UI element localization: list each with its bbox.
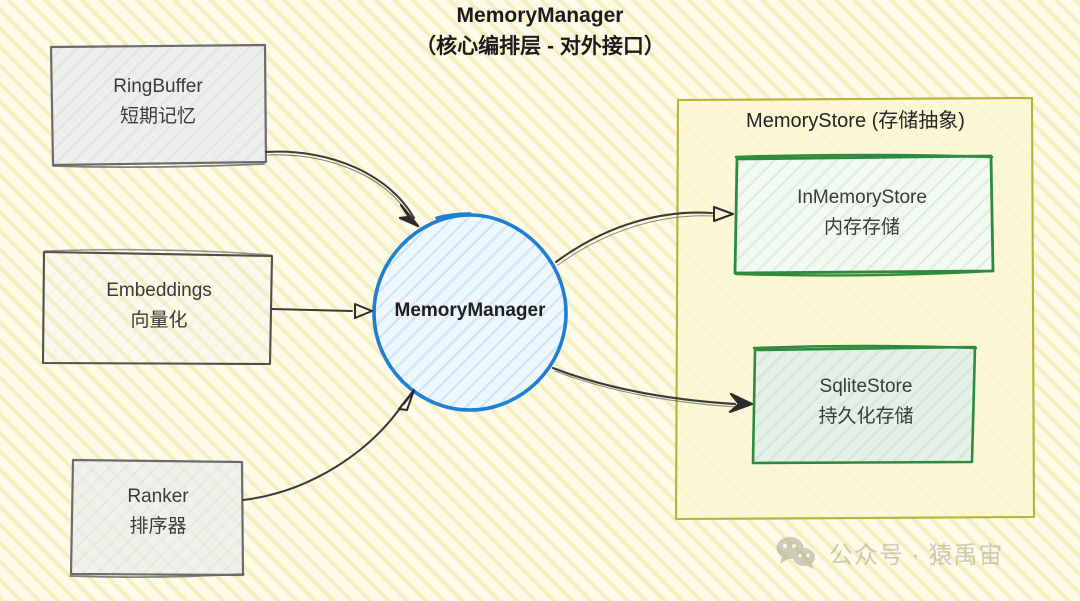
ringbuffer-label: RingBuffer 短期记忆	[50, 74, 266, 129]
wechat-bubbles-icon	[776, 536, 815, 569]
edge-ringbuffer-to-memorymanager	[265, 150, 420, 228]
inmemorystore-name: InMemoryStore	[797, 187, 927, 208]
inmemorystore-name-cn: 内存存储	[823, 217, 900, 239]
inmemorystore-label: InMemoryStore 内存存储	[740, 185, 984, 240]
diagram-title-sub: （核心编排层 - 对外接口）	[415, 34, 665, 58]
embeddings-name-cn: 向量化	[130, 310, 188, 332]
sqlitestore-label: SqliteStore 持久化存储	[755, 374, 977, 429]
edge-ranker-to-memorymanager	[242, 389, 415, 501]
memorystore-container	[674, 96, 1036, 521]
edge-memorymanager-to-inmemorystore	[554, 206, 734, 266]
sqlitestore-name: SqliteStore	[819, 376, 913, 397]
memorystore-container-label: MemoryStore (存储抽象)	[746, 110, 965, 132]
embeddings-name: Embeddings	[106, 280, 212, 301]
ringbuffer-name: RingBuffer	[113, 76, 203, 97]
memorymanager-label: MemoryManager	[394, 300, 546, 321]
watermark-text: 公众号 · 猿禹宙	[829, 542, 1004, 569]
ranker-label: Ranker 排序器	[68, 484, 248, 539]
sqlitestore-name-cn: 持久化存储	[818, 406, 914, 428]
edge-memorymanager-to-sqlitestore	[551, 366, 754, 414]
edge-embeddings-to-memorymanager	[271, 303, 373, 319]
ringbuffer-name-cn: 短期记忆	[119, 106, 196, 128]
ranker-name: Ranker	[127, 486, 189, 507]
diagram-title: MemoryManager （核心编排层 - 对外接口）	[0, 2, 1080, 60]
watermark: 公众号 · 猿禹宙	[775, 535, 1003, 570]
diagram-title-main: MemoryManager	[456, 4, 624, 27]
embeddings-label: Embeddings 向量化	[43, 278, 275, 333]
ranker-name-cn: 排序器	[129, 516, 187, 538]
